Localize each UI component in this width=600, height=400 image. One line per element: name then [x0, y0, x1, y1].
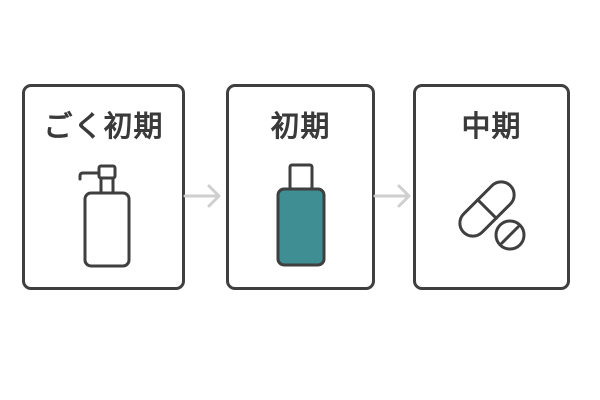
stage-card-middle: 中期	[413, 84, 570, 290]
arrow-right-icon	[183, 184, 221, 208]
capsule-pill-icon-graphic	[457, 180, 525, 251]
stage-title-beginning: 初期	[270, 109, 331, 143]
capsule-pill-icon	[416, 157, 567, 269]
stage-card-beginning: 初期	[226, 84, 375, 290]
bottle-icon-graphic	[276, 163, 325, 267]
bottle-icon	[229, 157, 372, 269]
pump-bottle-icon-graphic	[78, 164, 130, 268]
pump-bottle-icon	[25, 157, 182, 269]
arrow-right-icon	[373, 184, 411, 208]
stage-card-early-beginning: ごく初期	[22, 84, 185, 290]
stage-title-middle: 中期	[461, 109, 522, 143]
stage-title-early-beginning: ごく初期	[43, 109, 164, 143]
